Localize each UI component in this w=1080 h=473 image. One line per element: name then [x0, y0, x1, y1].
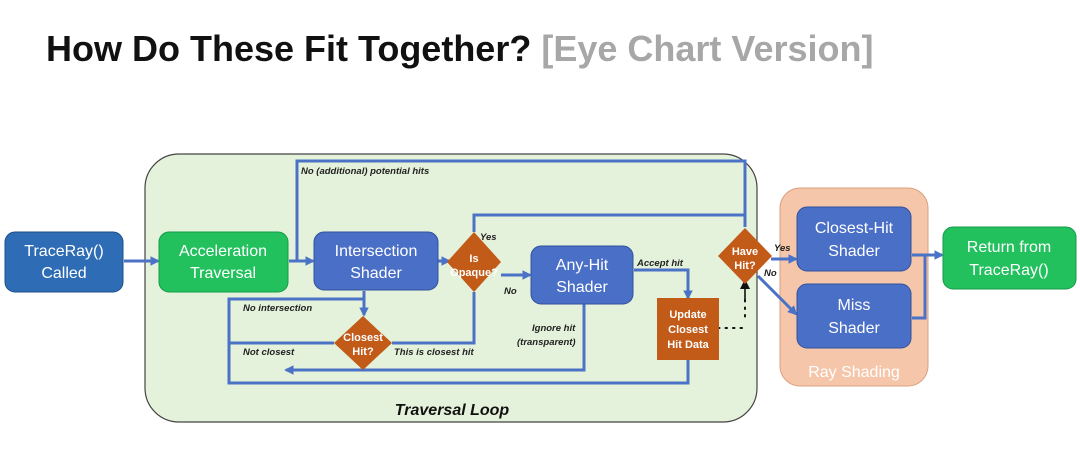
dotted-connector [717, 299, 746, 329]
traceray-called-line1: TraceRay() [24, 243, 103, 260]
any-hit-shader-line1: Any-Hit [556, 257, 609, 274]
any-hit-shader-node: Any-Hit Shader [530, 245, 634, 305]
traversal-loop-label: Traversal Loop [395, 402, 510, 419]
closest-hit-decision: Closest Hit? [334, 316, 392, 370]
arrow-closest-yes [392, 292, 476, 345]
intersection-shader-line2: Shader [350, 265, 402, 282]
traceray-called-line2: Called [41, 265, 86, 282]
update-line3: Hit Data [667, 339, 709, 351]
title-subtitle: [Eye Chart Version] [541, 28, 874, 69]
arrow-accept-hit [634, 268, 693, 300]
any-hit-shader-line2: Shader [556, 279, 608, 296]
intersection-shader-node: Intersection Shader [313, 231, 439, 291]
have-hit-line2: Hit? [734, 260, 756, 272]
label-have-hit-yes: Yes [774, 243, 791, 254]
flow-arrows [124, 159, 944, 385]
acceleration-traversal-line2: Traversal [190, 265, 256, 282]
label-this-is-closest: This is closest hit [394, 347, 475, 358]
return-from-traceray-node: Return from TraceRay() [942, 226, 1077, 290]
acceleration-traversal-line1: Acceleration [179, 243, 267, 260]
arrow-no-potential-hits [295, 159, 747, 261]
intersection-shader-line1: Intersection [335, 243, 418, 260]
label-ignore-hit-line2: (transparent) [517, 337, 576, 348]
arrow-update-loop-back [227, 297, 690, 385]
label-opaque-no: No [504, 286, 517, 297]
update-line1: Update [669, 309, 706, 321]
have-hit-decision: Have Hit? [718, 228, 772, 284]
title-main: How Do These Fit Together? [46, 28, 532, 69]
label-not-closest: Not closest [243, 347, 295, 358]
arrow-ignore-hit [284, 304, 586, 375]
label-have-hit-no: No [764, 268, 777, 279]
label-opaque-yes: Yes [480, 232, 497, 243]
have-hit-line1: Have [732, 246, 758, 258]
ray-shading-label: Ray Shading [808, 364, 900, 381]
label-no-potential-hits: No (additional) potential hits [301, 166, 429, 177]
closest-hit-shader-line1: Closest-Hit [815, 220, 894, 237]
miss-shader-node: Miss Shader [796, 283, 912, 349]
return-line2: TraceRay() [969, 262, 1048, 279]
closest-hit-shader-node: Closest-Hit Shader [796, 206, 912, 272]
closest-hit-shader-line2: Shader [828, 243, 880, 260]
is-opaque-decision: Is Opaque? [447, 232, 501, 292]
slide-title: How Do These Fit Together? [Eye Chart Ve… [46, 28, 873, 70]
arrow-have-hit-no [756, 274, 798, 316]
traceray-called-node: TraceRay() Called [4, 231, 124, 293]
label-accept-hit: Accept hit [636, 258, 684, 269]
label-ignore-hit-line1: Ignore hit [532, 323, 576, 334]
is-opaque-line1: Is [469, 253, 478, 265]
closest-decision-line1: Closest [343, 332, 383, 344]
update-closest-hit-data-node: Update Closest Hit Data [657, 298, 719, 360]
miss-shader-line1: Miss [838, 297, 871, 314]
acceleration-traversal-node: Acceleration Traversal [158, 231, 289, 293]
return-line1: Return from [967, 239, 1051, 256]
update-line2: Closest [668, 324, 708, 336]
label-no-intersection: No intersection [243, 303, 312, 314]
arrow-opaque-yes [472, 213, 745, 232]
arrow-miss-to-return [912, 255, 927, 320]
closest-decision-line2: Hit? [352, 346, 374, 358]
miss-shader-line2: Shader [828, 320, 880, 337]
is-opaque-line2: Opaque? [450, 267, 498, 279]
